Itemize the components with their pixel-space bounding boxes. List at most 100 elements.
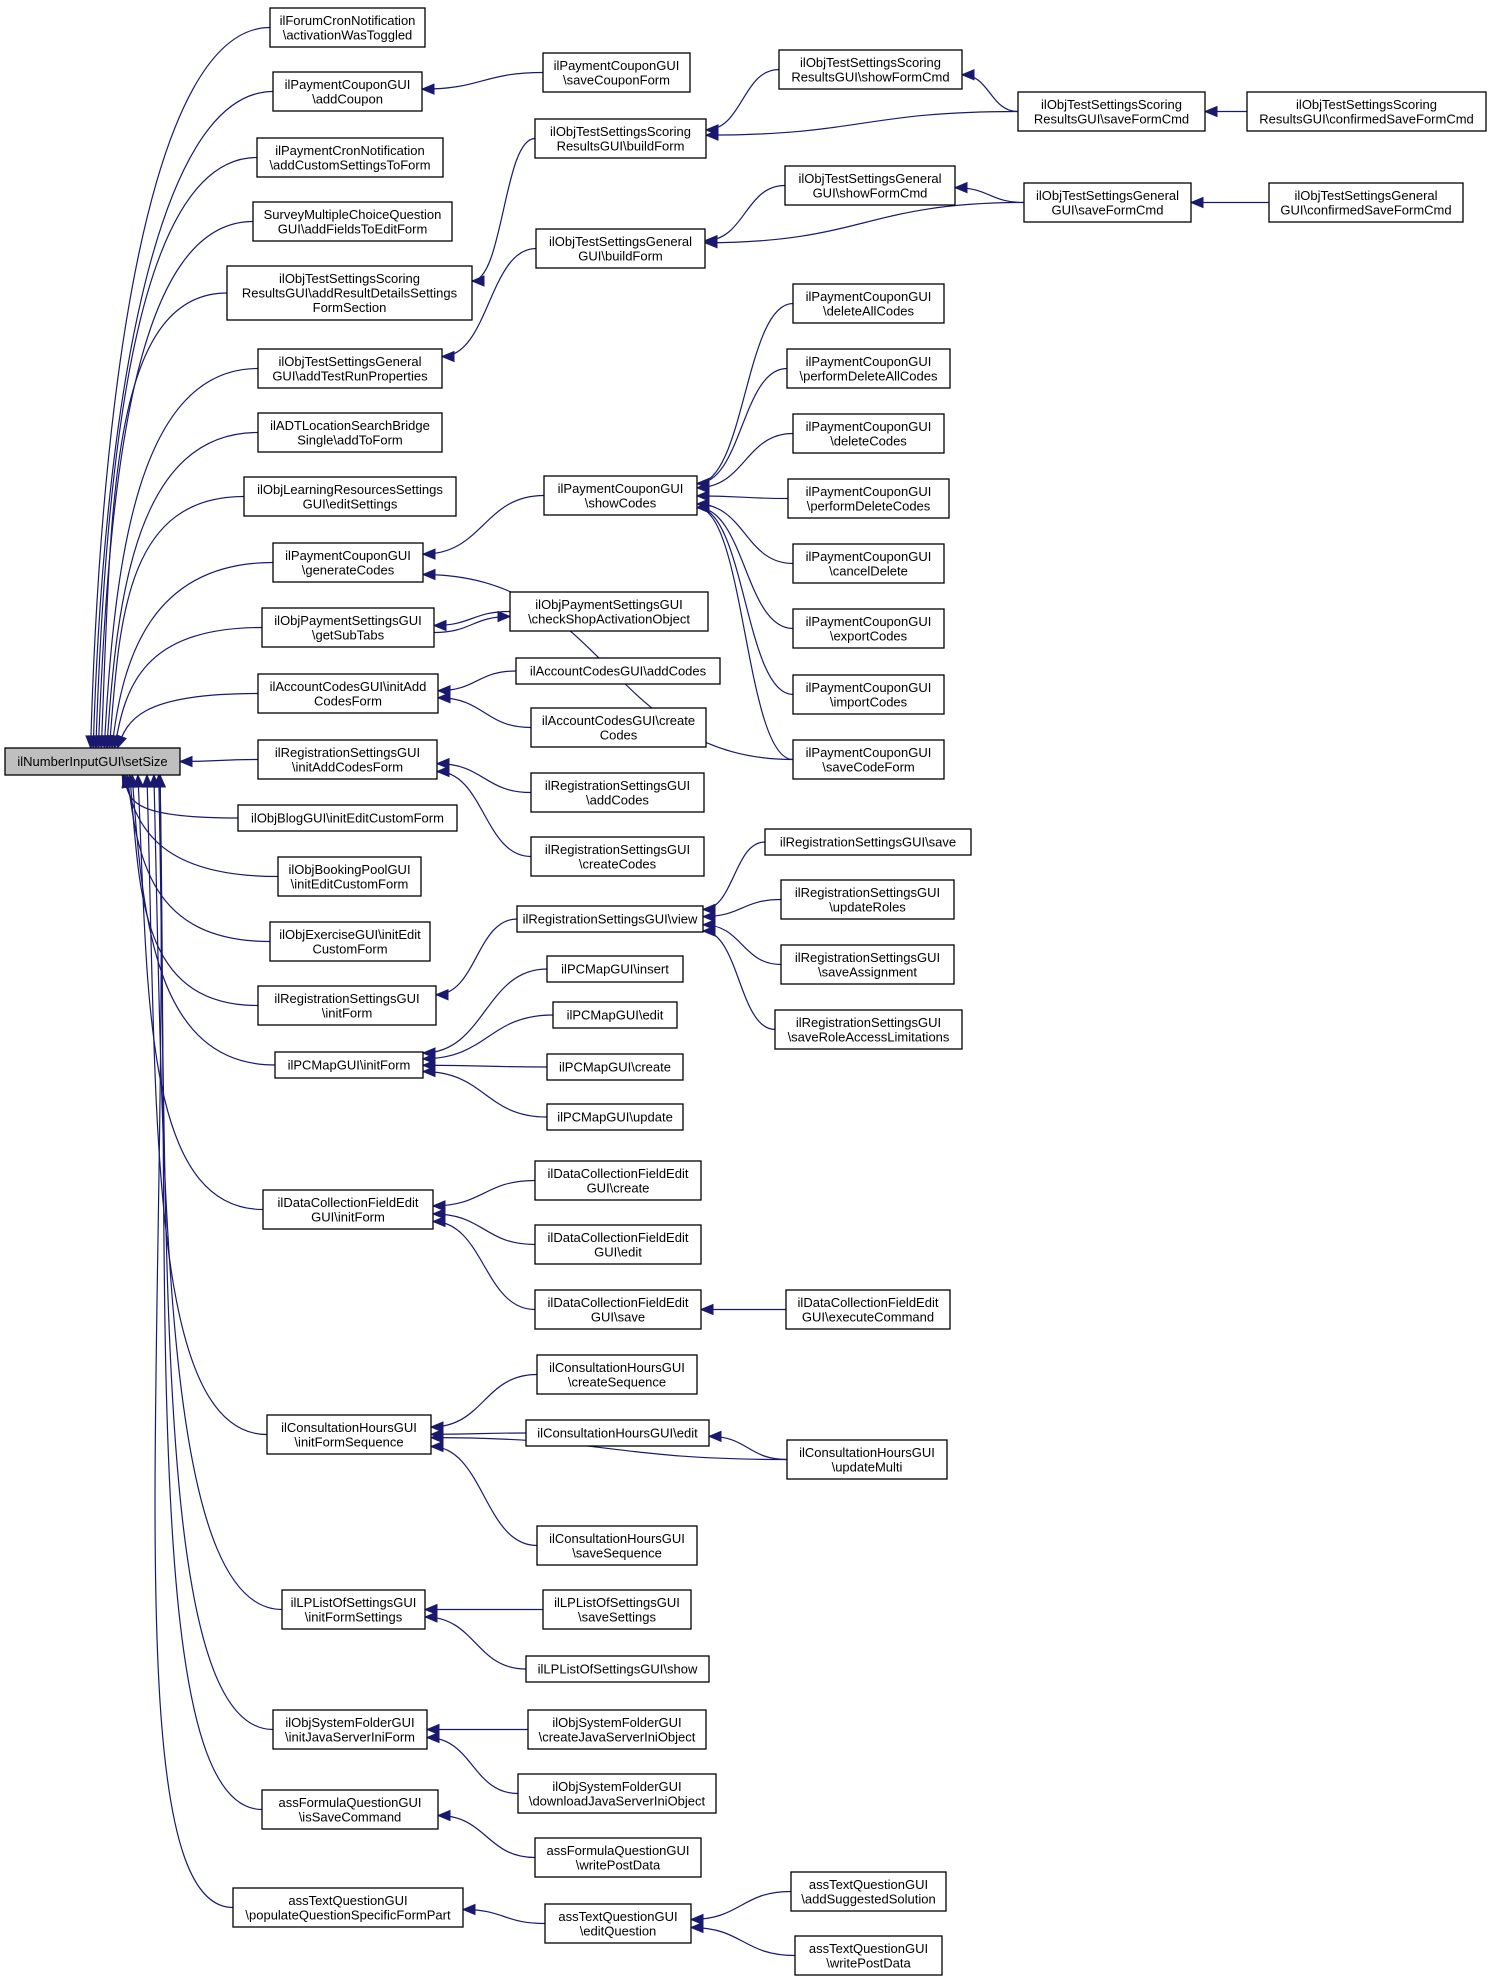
node-setSize[interactable]: ilNumberInputGUI\setSize (4, 747, 181, 776)
node-box (552, 1001, 678, 1029)
node-regCreateCodes[interactable]: ilRegistrationSettingsGUI\createCodes (530, 836, 705, 877)
node-learnRes[interactable]: ilObjLearningResourcesSettingsGUI\editSe… (243, 476, 457, 517)
node-chInitSeq[interactable]: ilConsultationHoursGUI\initFormSequence (266, 1414, 432, 1455)
node-showCodes[interactable]: ilPaymentCouponGUI\showCodes (543, 475, 698, 516)
node-performDeleteAllCodes[interactable]: ilPaymentCouponGUI\performDeleteAllCodes (786, 348, 951, 389)
node-importCodes[interactable]: ilPaymentCouponGUI\importCodes (792, 674, 945, 715)
node-scoringShowFormCmd[interactable]: ilObjTestSettingsScoringResultsGUI\showF… (778, 49, 963, 90)
node-label: \createSequence (568, 1374, 666, 1389)
edge-line (961, 74, 1019, 113)
node-lpInit[interactable]: ilLPListOfSettingsGUI\initFormSettings (281, 1589, 426, 1630)
node-regSave[interactable]: ilRegistrationSettingsGUI\save (764, 828, 972, 856)
node-chSaveSeq[interactable]: ilConsultationHoursGUI\saveSequence (536, 1525, 698, 1566)
node-deleteAllCodes[interactable]: ilPaymentCouponGUI\deleteAllCodes (792, 283, 945, 324)
node-box (536, 1354, 698, 1395)
node-pcInitForm[interactable]: ilPCMapGUI\initForm (274, 1051, 424, 1079)
node-label: ilObjPaymentSettingsGUI (535, 597, 682, 612)
node-scoringConfirmed[interactable]: ilObjTestSettingsScoringResultsGUI\confi… (1246, 91, 1487, 132)
node-chUpdateMulti[interactable]: ilConsultationHoursGUI\updateMulti (786, 1439, 948, 1480)
node-accAddCodes[interactable]: ilAccountCodesGUI\addCodes (515, 657, 721, 685)
node-forumCron[interactable]: ilForumCronNotification\activationWasTog… (269, 7, 426, 48)
node-payCron[interactable]: ilPaymentCronNotification\addCustomSetti… (256, 137, 444, 178)
node-pcInsert[interactable]: ilPCMapGUI\insert (546, 955, 684, 983)
edge-payCron-to-setSize (90, 156, 258, 750)
node-sfDownload[interactable]: ilObjSystemFolderGUI\downloadJavaServerI… (517, 1773, 717, 1814)
node-label: ilPaymentCouponGUI (806, 745, 932, 760)
node-sfCreate[interactable]: ilObjSystemFolderGUI\createJavaServerIni… (527, 1709, 707, 1750)
node-label: GUI\addFieldsToEditForm (278, 221, 428, 236)
node-cancelDelete[interactable]: ilPaymentCouponGUI\cancelDelete (792, 543, 945, 584)
node-regInitForm[interactable]: ilRegistrationSettingsGUI\initForm (257, 985, 437, 1026)
node-addCoupon[interactable]: ilPaymentCouponGUI\addCoupon (272, 71, 423, 112)
node-atEditQ[interactable]: assTextQuestionGUI\editQuestion (544, 1903, 692, 1944)
node-box (546, 955, 684, 983)
node-label: ilObjTestSettingsScoring (1041, 97, 1182, 112)
node-label: \initFormSettings (305, 1609, 403, 1624)
node-box (530, 772, 705, 813)
node-generateCodes[interactable]: ilPaymentCouponGUI\generateCodes (272, 542, 424, 583)
node-regAddCodes[interactable]: ilRegistrationSettingsGUI\addCodes (530, 772, 705, 813)
node-blogInit[interactable]: ilObjBlogGUI\initEditCustomForm (237, 804, 458, 832)
node-box (530, 836, 705, 877)
node-box (517, 1773, 717, 1814)
edge-line (90, 26, 271, 749)
node-pcUpdate[interactable]: ilPCMapGUI\update (546, 1103, 684, 1131)
node-exportCodes[interactable]: ilPaymentCouponGUI\exportCodes (792, 608, 945, 649)
node-label: ilPaymentCouponGUI (806, 484, 932, 499)
node-atWrite[interactable]: assTextQuestionGUI\writePostData (794, 1935, 943, 1976)
node-pcEdit[interactable]: ilPCMapGUI\edit (552, 1001, 678, 1029)
node-surveyMC[interactable]: SurveyMultipleChoiceQuestionGUI\addField… (252, 201, 453, 242)
node-label: ilDataCollectionFieldEdit (278, 1195, 419, 1210)
edge-generalSaveFormCmd-to-generalShowFormCmd (953, 181, 1025, 204)
node-accInitAdd[interactable]: ilAccountCodesGUI\initAddCodesForm (257, 673, 439, 714)
node-getSubTabs[interactable]: ilObjPaymentSettingsGUI\getSubTabs (261, 607, 435, 648)
node-lpSave[interactable]: ilLPListOfSettingsGUI\saveSettings (542, 1589, 692, 1630)
node-chCreateSeq[interactable]: ilConsultationHoursGUI\createSequence (536, 1354, 698, 1395)
node-adtLocation[interactable]: ilADTLocationSearchBridgeSingle\addToFor… (257, 412, 443, 453)
node-scoringAddResult[interactable]: ilObjTestSettingsScoringResultsGUI\addRe… (226, 265, 473, 321)
node-deleteCodes[interactable]: ilPaymentCouponGUI\deleteCodes (792, 413, 945, 454)
node-generalConfirmed[interactable]: ilObjTestSettingsGeneralGUI\confirmedSav… (1268, 182, 1464, 223)
node-lpShow[interactable]: ilLPListOfSettingsGUI\show (525, 1655, 710, 1683)
node-dcExecute[interactable]: ilDataCollectionFieldEditGUI\executeComm… (785, 1289, 951, 1330)
node-box (542, 52, 691, 93)
node-saveCouponForm[interactable]: ilPaymentCouponGUI\saveCouponForm (542, 52, 691, 93)
node-label: \performDeleteAllCodes (799, 368, 938, 383)
node-chEdit[interactable]: ilConsultationHoursGUI\edit (525, 1419, 710, 1447)
node-atPopulate[interactable]: assTextQuestionGUI\populateQuestionSpeci… (232, 1887, 464, 1928)
node-sfInit[interactable]: ilObjSystemFolderGUI\initJavaServerIniFo… (272, 1709, 428, 1750)
node-regInitAdd[interactable]: ilRegistrationSettingsGUI\initAddCodesFo… (257, 739, 438, 780)
node-bookingInit[interactable]: ilObjBookingPoolGUI\initEditCustomForm (277, 856, 422, 897)
node-performDeleteCodes[interactable]: ilPaymentCouponGUI\performDeleteCodes (787, 478, 950, 519)
node-regUpdateRoles[interactable]: ilRegistrationSettingsGUI\updateRoles (780, 879, 955, 920)
edge-line (702, 841, 766, 910)
edge-afWrite-to-afIsSave (436, 1809, 536, 1859)
arrow-head (704, 129, 719, 141)
node-scoringBuildForm[interactable]: ilObjTestSettingsScoringResultsGUI\build… (534, 118, 707, 159)
node-saveCodeForm[interactable]: ilPaymentCouponGUI\saveCodeForm (792, 739, 945, 780)
node-scoringSaveFormCmd[interactable]: ilObjTestSettingsScoringResultsGUI\saveF… (1017, 91, 1206, 132)
node-pcCreate[interactable]: ilPCMapGUI\create (546, 1053, 684, 1081)
node-box (281, 1589, 426, 1630)
node-label: ilConsultationHoursGUI (549, 1531, 685, 1546)
arrow-head (689, 1913, 704, 1926)
node-regView[interactable]: ilRegistrationSettingsGUI\view (516, 905, 704, 933)
node-regSaveAssignment[interactable]: ilRegistrationSettingsGUI\saveAssignment (780, 944, 955, 985)
node-afIsSave[interactable]: assFormulaQuestionGUI\isSaveCommand (261, 1789, 439, 1830)
node-regSaveRoleAccess[interactable]: ilRegistrationSettingsGUI\saveRoleAccess… (774, 1009, 963, 1050)
node-box (261, 1789, 439, 1830)
node-generalAddTestRun[interactable]: ilObjTestSettingsGeneralGUI\addTestRunPr… (257, 348, 443, 389)
node-accCreateCodes[interactable]: ilAccountCodesGUI\createCodes (530, 707, 707, 748)
edge-line (103, 367, 259, 749)
node-exerciseInit[interactable]: ilObjExerciseGUI\initEditCustomForm (269, 921, 431, 962)
node-atAddSugg[interactable]: assTextQuestionGUI\addSuggestedSolution (790, 1871, 947, 1912)
node-checkShop[interactable]: ilObjPaymentSettingsGUI\checkShopActivat… (509, 591, 709, 632)
node-afWrite[interactable]: assFormulaQuestionGUI\writePostData (534, 1837, 702, 1878)
